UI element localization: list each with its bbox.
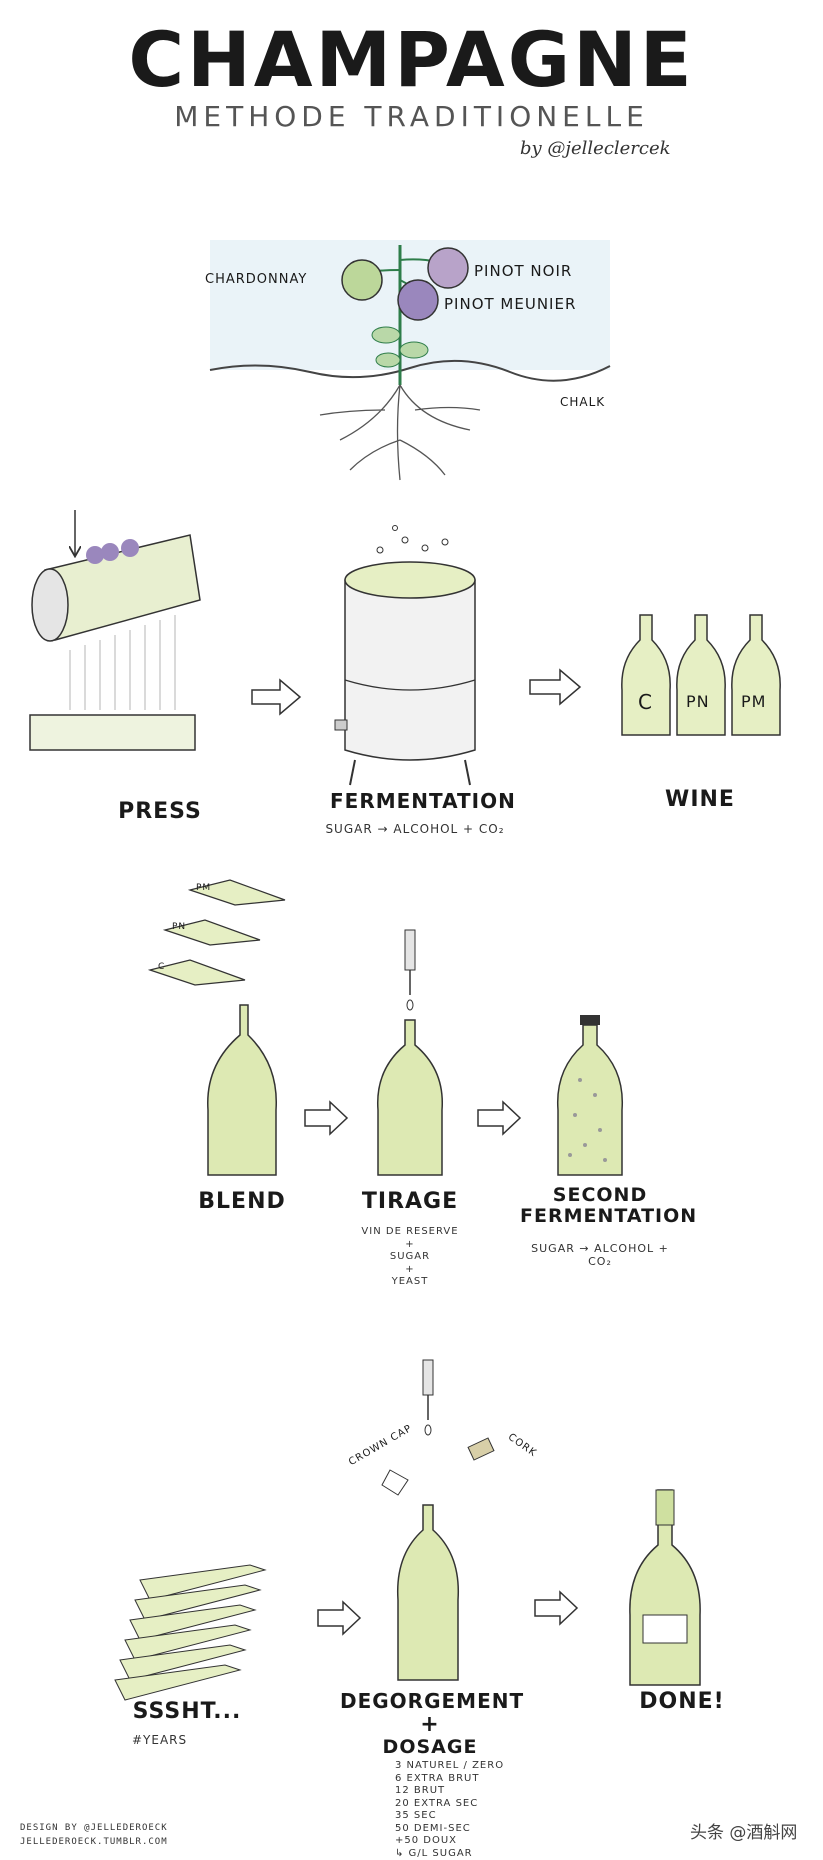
dosage-item: 35 SEC (395, 1810, 515, 1823)
step-tirage: TIRAGE (350, 1190, 470, 1214)
step-second-line2: FERMENTATION (520, 1206, 680, 1227)
pinot-meunier-grape (398, 280, 438, 320)
arrow-tirage-to-second (478, 1102, 520, 1134)
arrow-fermentation-to-wine (530, 670, 580, 704)
tirage-notes: VIN DE RESERVE + SUGAR + YEAST (350, 1226, 470, 1289)
step-fermentation: FERMENTATION (330, 790, 500, 812)
tirage-note-3: SUGAR (350, 1251, 470, 1264)
dosage-item: 12 BRUT (395, 1785, 515, 1798)
arrow-blend-to-tirage (305, 1102, 347, 1134)
tirage-illustration (378, 930, 443, 1175)
blend-bottle-label-c: C (158, 962, 165, 972)
step-plus: + (410, 1713, 450, 1737)
tirage-note-4: + (350, 1264, 470, 1277)
wine-bottles (622, 615, 780, 735)
fermentation-note: SUGAR → ALCOHOL + CO₂ (320, 822, 510, 836)
label-chardonnay: CHARDONNAY (205, 272, 307, 287)
wine-bottle-label-c: C (638, 690, 653, 714)
blend-illustration (150, 880, 285, 1175)
label-pinot-noir: PINOT NOIR (474, 262, 572, 280)
aging-years: #YEARS (132, 1733, 202, 1747)
label-pinot-meunier: PINOT MEUNIER (444, 295, 576, 313)
wine-bottle-label-pn: PN (686, 692, 710, 711)
dosage-item: 3 NATUREL / ZERO (395, 1760, 515, 1773)
step-done: DONE! (632, 1690, 732, 1714)
dosage-item: ↳ g/L SUGAR (395, 1848, 515, 1860)
tirage-note-1: VIN DE RESERVE (350, 1226, 470, 1239)
watermark: 头条 @酒斛网 (690, 1818, 797, 1843)
step-dosage: DOSAGE (370, 1737, 490, 1758)
arrow-press-to-fermentation (252, 680, 300, 714)
pinot-noir-grape (428, 248, 468, 288)
dosage-item: 20 EXTRA SEC (395, 1798, 515, 1811)
step-second-fermentation: SECOND FERMENTATION (520, 1185, 680, 1227)
step-blend: BLEND (182, 1190, 302, 1214)
dosage-list: 3 NATUREL / ZERO 6 EXTRA BRUT 12 BRUT 20… (395, 1760, 515, 1860)
arrow-aging-to-degorgement (318, 1602, 360, 1634)
step-second-line1: SECOND (520, 1185, 680, 1206)
label-chalk: CHALK (560, 395, 605, 409)
step-press: PRESS (95, 800, 225, 824)
chardonnay-grape (342, 260, 382, 300)
arrow-degorgement-to-done (535, 1592, 577, 1624)
dosage-item: 6 EXTRA BRUT (395, 1773, 515, 1786)
degorgement-illustration (382, 1360, 494, 1680)
second-fermentation-bottle (558, 1015, 623, 1175)
tirage-note-2: + (350, 1239, 470, 1252)
blend-bottle-label-pn: PN (172, 922, 186, 932)
blend-bottle-label-pm: PM (196, 883, 211, 893)
step-wine: WINE (645, 788, 755, 812)
step-degorgement: DEGORGEMENT (340, 1690, 520, 1712)
aging-bottles-stack (115, 1565, 265, 1700)
dosage-item: +50 DOUX (395, 1835, 515, 1848)
press-illustration (30, 510, 200, 750)
fermentation-tank (335, 526, 475, 786)
tirage-note-5: YEAST (350, 1276, 470, 1289)
wine-bottle-label-pm: PM (741, 692, 766, 711)
finished-champagne-bottle (630, 1490, 700, 1685)
footer-design-by: DESIGN BY @JELLEDEROECK (20, 1823, 168, 1833)
step-ssht: SSSHT... (132, 1700, 242, 1724)
footer-site: JELLEDEROECK.TUMBLR.COM (20, 1837, 168, 1847)
dosage-item: 50 DEMI-SEC (395, 1823, 515, 1836)
second-fermentation-note: SUGAR → ALCOHOL + CO₂ (520, 1242, 680, 1268)
